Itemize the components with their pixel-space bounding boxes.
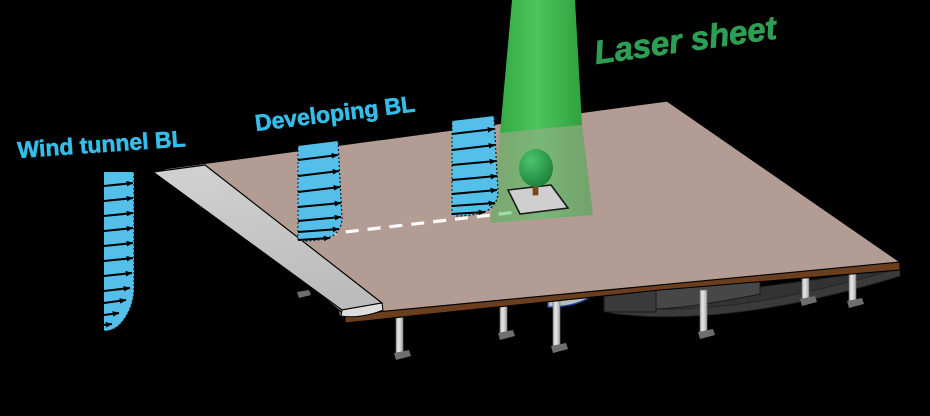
developing-bl-profile-2 xyxy=(451,115,499,217)
bl-profile-2-edge xyxy=(302,140,343,242)
label-developing-bl: Developing BL xyxy=(253,91,416,136)
leg xyxy=(551,300,568,353)
ramp-nose xyxy=(340,302,384,318)
bl-profile-1-fill xyxy=(104,172,134,331)
wind-tunnel-bl-profile xyxy=(103,172,135,332)
laser-sheet-upper xyxy=(500,0,582,133)
bl-profile-3-edge xyxy=(455,115,499,217)
bl-profile-2-fill xyxy=(298,141,342,241)
tree-model xyxy=(506,149,570,215)
leading-edge-ramp xyxy=(151,164,384,318)
developing-bl-profile-1 xyxy=(297,140,343,242)
leg-small xyxy=(297,290,311,298)
bl-profile-1-arrows xyxy=(103,180,134,328)
leg xyxy=(698,289,715,339)
bl-profile-2-arrows xyxy=(297,153,342,242)
label-wind-tunnel-bl: Wind tunnel BL xyxy=(17,125,187,163)
tree-canopy xyxy=(519,149,553,187)
bl-profile-3-arrows xyxy=(451,126,498,216)
bl-profile-1-edge xyxy=(103,172,135,332)
platform-legs xyxy=(297,257,864,360)
label-laser-sheet: Laser sheet xyxy=(592,8,781,70)
